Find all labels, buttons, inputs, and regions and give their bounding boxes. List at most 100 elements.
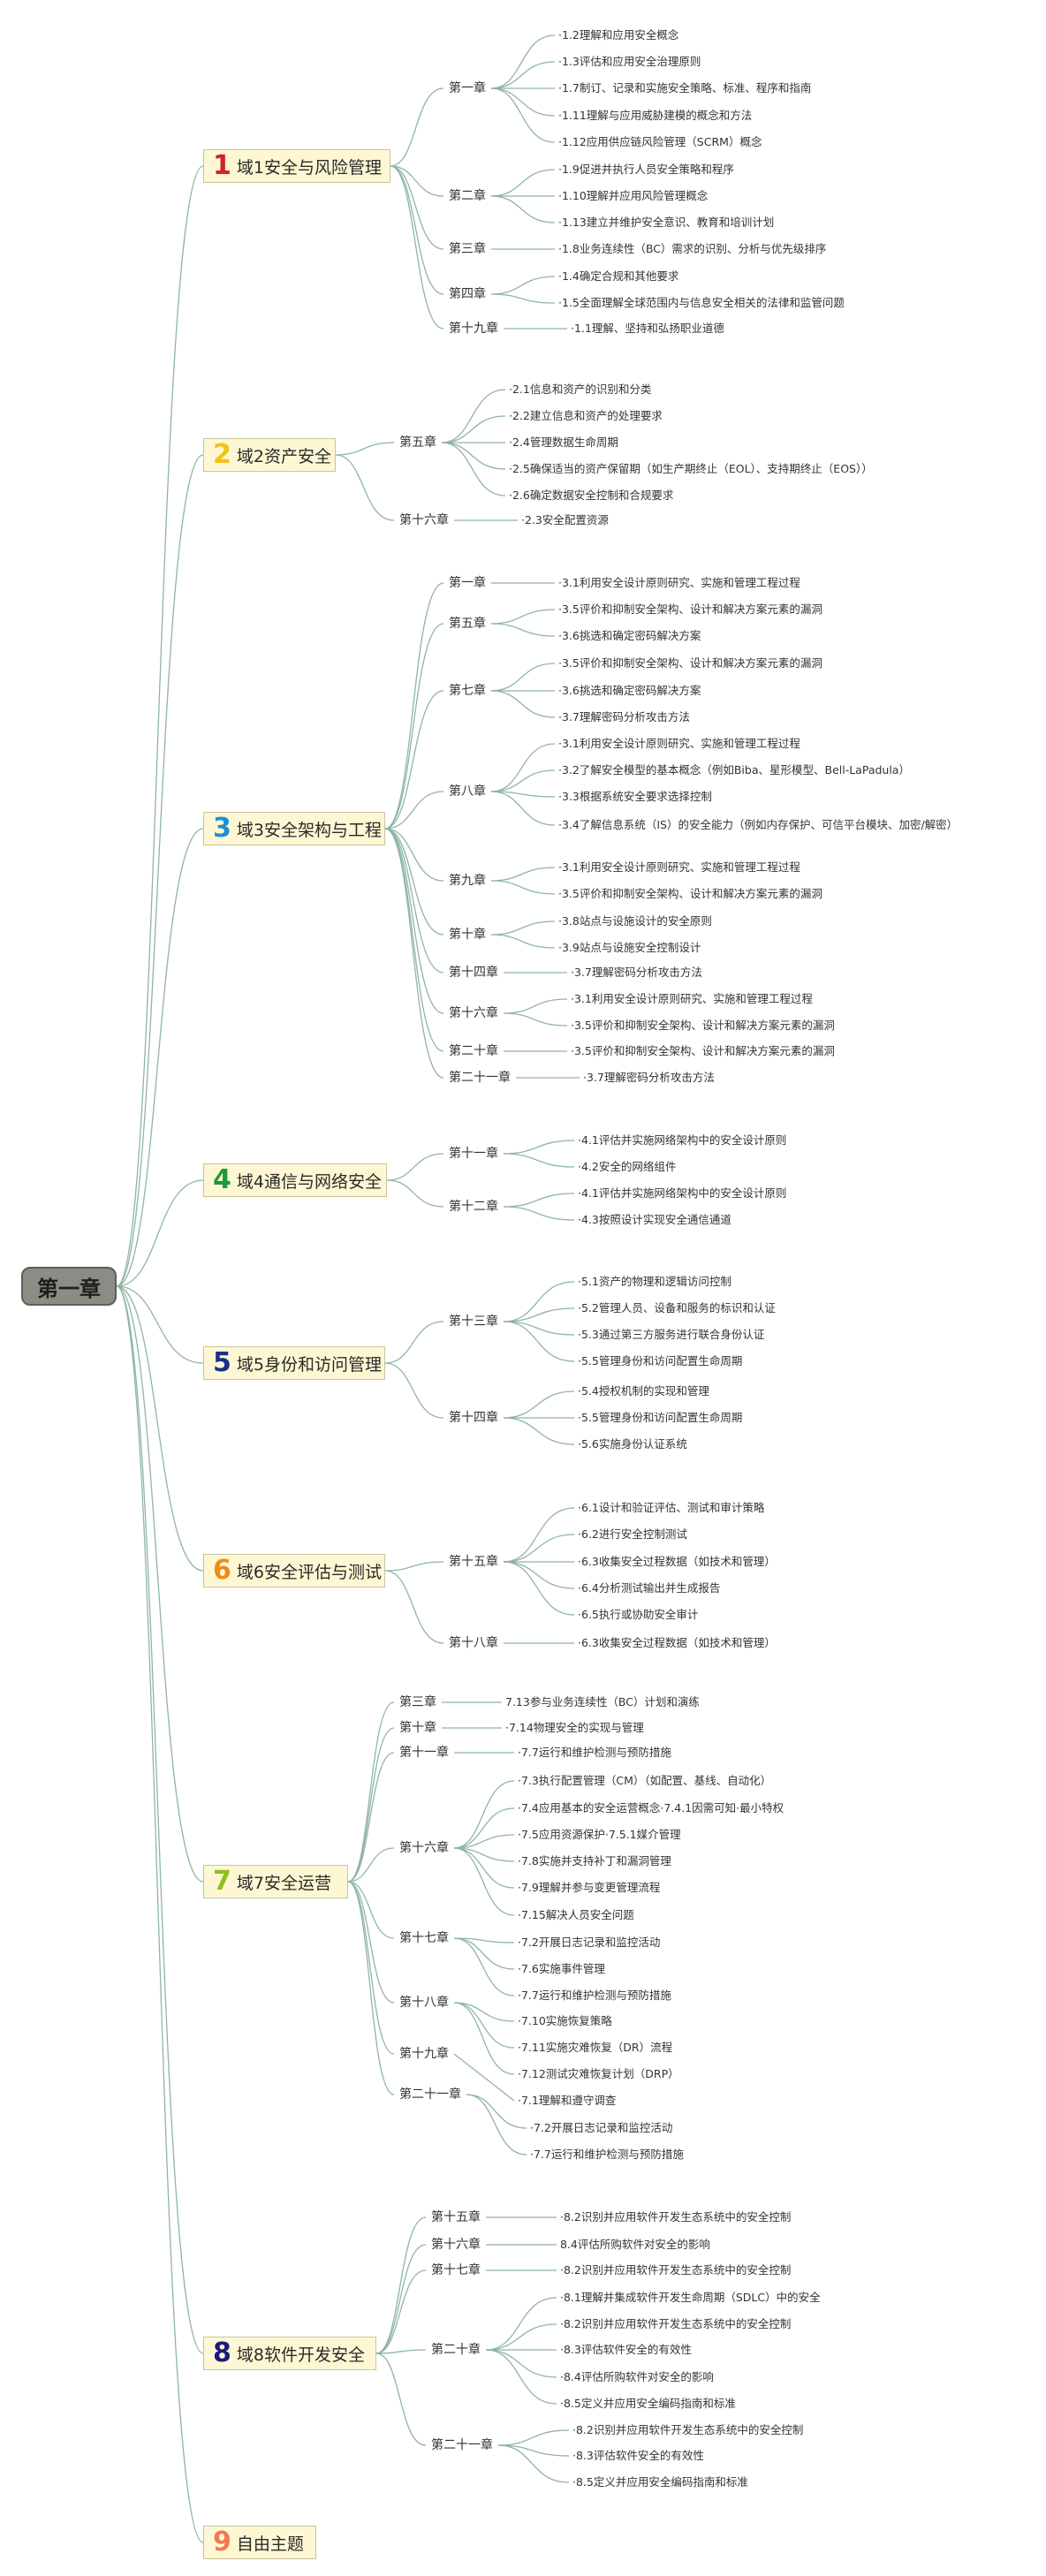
topic-item[interactable]: ·3.7理解密码分析攻击方法 — [583, 1071, 715, 1084]
topic-item[interactable]: ·8.2识别并应用软件开发生态系统中的安全控制 — [560, 2210, 792, 2224]
chapter-node[interactable]: 第十章 — [399, 1721, 436, 1735]
topic-item[interactable]: ·5.5管理身份和访问配置生命周期 — [578, 1354, 743, 1368]
topic-item[interactable]: ·4.1评估并实施网络架构中的安全设计原则 — [578, 1133, 787, 1147]
chapter-node[interactable]: 第十九章 — [449, 322, 498, 336]
topic-item[interactable]: ·7.10实施恢复策略 — [518, 2014, 612, 2027]
topic-item[interactable]: ·2.4管理数据生命周期 — [509, 436, 618, 449]
topic-item[interactable]: ·1.12应用供应链风险管理（SCRM）概念 — [558, 135, 762, 148]
chapter-node[interactable]: 第三章 — [449, 242, 486, 256]
topic-item[interactable]: ·1.8业务连续性（BC）需求的识别、分析与优先级排序 — [558, 242, 827, 255]
topic-item[interactable]: ·3.5评价和抑制安全架构、设计和解决方案元素的漏洞 — [571, 1044, 835, 1057]
topic-item[interactable]: ·3.6挑选和确定密码解决方案 — [558, 629, 701, 642]
topic-item[interactable]: ·2.2建立信息和资产的处理要求 — [509, 409, 663, 422]
topic-item[interactable]: ·8.2识别并应用软件开发生态系统中的安全控制 — [572, 2423, 804, 2436]
chapter-node[interactable]: 第三章 — [399, 1695, 436, 1709]
chapter-node[interactable]: 第二章 — [449, 189, 486, 203]
topic-item[interactable]: ·1.13建立并维护安全意识、教育和培训计划 — [558, 216, 775, 229]
topic-item[interactable]: ·8.4评估所购软件对安全的影响 — [560, 2370, 714, 2383]
topic-item[interactable]: ·3.5评价和抑制安全架构、设计和解决方案元素的漏洞 — [558, 887, 822, 900]
chapter-node[interactable]: 第十六章 — [431, 2238, 481, 2252]
chapter-node[interactable]: 第十五章 — [431, 2210, 481, 2224]
topic-item[interactable]: ·4.3按照设计实现安全通信通道 — [578, 1213, 731, 1226]
topic-item[interactable]: ·6.2进行安全控制测试 — [578, 1527, 687, 1541]
topic-item[interactable]: ·3.5评价和抑制安全架构、设计和解决方案元素的漏洞 — [571, 1019, 835, 1032]
chapter-node[interactable]: 第十二章 — [449, 1200, 498, 1214]
chapter-node[interactable]: 第十四章 — [449, 966, 498, 980]
chapter-node[interactable]: 第十章 — [449, 928, 486, 942]
chapter-node[interactable]: 第十一章 — [449, 1147, 498, 1161]
topic-item[interactable]: ·2.1信息和资产的识别和分类 — [509, 383, 652, 396]
chapter-node[interactable]: 第七章 — [449, 684, 486, 698]
topic-item[interactable]: ·1.10理解并应用风险管理概念 — [558, 189, 709, 202]
chapter-node[interactable]: 第一章 — [449, 81, 486, 95]
chapter-node[interactable]: 第二十章 — [431, 2343, 481, 2357]
topic-item[interactable]: ·4.1评估并实施网络架构中的安全设计原则 — [578, 1186, 787, 1200]
topic-item[interactable]: ·3.5评价和抑制安全架构、设计和解决方案元素的漏洞 — [558, 656, 822, 670]
topic-item[interactable]: ·3.3根据系统安全要求选择控制 — [558, 790, 712, 803]
chapter-node[interactable]: 第十一章 — [399, 1746, 449, 1760]
chapter-node[interactable]: 第五章 — [399, 436, 436, 450]
topic-item[interactable]: ·5.2管理人员、设备和服务的标识和认证 — [578, 1301, 776, 1315]
topic-item[interactable]: ·8.3评估软件安全的有效性 — [572, 2449, 704, 2462]
topic-item[interactable]: ·7.14物理安全的实现与管理 — [505, 1721, 644, 1734]
topic-item[interactable]: ·1.2理解和应用安全概念 — [558, 28, 679, 42]
topic-item[interactable]: ·7.2开展日志记录和监控活动 — [518, 1936, 661, 1949]
chapter-node[interactable]: 第四章 — [449, 287, 486, 301]
chapter-node[interactable]: 第十三章 — [449, 1315, 498, 1329]
topic-item[interactable]: ·2.5确保适当的资产保留期（如生产期终止（EOL）、支持期终止（EOS）） — [509, 462, 873, 475]
chapter-node[interactable]: 第一章 — [449, 576, 486, 590]
chapter-node[interactable]: 第十七章 — [431, 2263, 481, 2277]
topic-item[interactable]: ·8.5定义并应用安全编码指南和标准 — [572, 2475, 748, 2489]
topic-item[interactable]: ·7.7运行和维护检测与预防措施 — [530, 2148, 684, 2161]
topic-item[interactable]: ·7.4应用基本的安全运营概念·7.4.1因需可知·最小特权 — [518, 1801, 784, 1815]
chapter-node[interactable]: 第九章 — [449, 874, 486, 888]
topic-item[interactable]: ·8.2识别并应用软件开发生态系统中的安全控制 — [560, 2317, 792, 2330]
topic-item[interactable]: 7.13参与业务连续性（BC）计划和演练 — [505, 1695, 700, 1708]
topic-item[interactable]: ·3.7理解密码分析攻击方法 — [571, 966, 702, 979]
topic-item[interactable]: ·3.9站点与设施安全控制设计 — [558, 941, 701, 954]
topic-item[interactable]: ·1.1理解、坚持和弘扬职业道德 — [571, 322, 724, 335]
topic-item[interactable]: ·8.5定义并应用安全编码指南和标准 — [560, 2397, 736, 2410]
chapter-node[interactable]: 第十七章 — [399, 1931, 449, 1945]
topic-item[interactable]: ·1.5全面理解全球范围内与信息安全相关的法律和监管问题 — [558, 296, 845, 309]
chapter-node[interactable]: 第十四章 — [449, 1411, 498, 1425]
topic-item[interactable]: ·5.1资产的物理和逻辑访问控制 — [578, 1275, 731, 1288]
topic-item[interactable]: ·8.2识别并应用软件开发生态系统中的安全控制 — [560, 2263, 792, 2277]
topic-item[interactable]: ·8.1理解并集成软件开发生命周期（SDLC）中的安全 — [560, 2291, 821, 2304]
root-topic[interactable]: 第一章 — [21, 1267, 117, 1306]
topic-item[interactable]: ·7.15解决人员安全问题 — [518, 1908, 634, 1921]
chapter-node[interactable]: 第十九章 — [399, 2047, 449, 2061]
chapter-node[interactable]: 第二十一章 — [399, 2087, 461, 2102]
topic-item[interactable]: ·1.9促进并执行人员安全策略和程序 — [558, 163, 734, 176]
topic-item[interactable]: ·3.1利用安全设计原则研究、实施和管理工程过程 — [571, 992, 813, 1005]
topic-item[interactable]: ·2.3安全配置资源 — [521, 513, 609, 527]
topic-item[interactable]: ·1.7制订、记录和实施安全策略、标准、程序和指南 — [558, 81, 812, 95]
chapter-node[interactable]: 第五章 — [449, 617, 486, 631]
topic-item[interactable]: ·3.6挑选和确定密码解决方案 — [558, 684, 701, 697]
topic-item[interactable]: ·1.11理解与应用威胁建模的概念和方法 — [558, 109, 753, 122]
topic-item[interactable]: ·3.4了解信息系统（IS）的安全能力（例如内存保护、可信平台模块、加密/解密） — [558, 818, 959, 831]
chapter-node[interactable]: 第二十一章 — [431, 2438, 493, 2452]
topic-item[interactable]: ·5.4授权机制的实现和管理 — [578, 1384, 709, 1398]
topic-item[interactable]: ·7.12测试灾难恢复计划（DRP） — [518, 2067, 679, 2080]
chapter-node[interactable]: 第十五章 — [449, 1555, 498, 1569]
topic-item[interactable]: ·6.4分析测试输出并生成报告 — [578, 1581, 721, 1595]
chapter-node[interactable]: 第二十一章 — [449, 1071, 511, 1085]
topic-item[interactable]: ·5.6实施身份认证系统 — [578, 1437, 687, 1451]
topic-item[interactable]: ·7.3执行配置管理（CM）（如配置、基线、自动化） — [518, 1774, 772, 1787]
chapter-node[interactable]: 第八章 — [449, 784, 486, 799]
topic-item[interactable]: ·4.2安全的网络组件 — [578, 1160, 677, 1173]
chapter-node[interactable]: 第十六章 — [399, 513, 449, 527]
topic-item[interactable]: ·3.1利用安全设计原则研究、实施和管理工程过程 — [558, 737, 800, 750]
topic-item[interactable]: ·7.6实施事件管理 — [518, 1962, 605, 1975]
topic-item[interactable]: ·7.9理解并参与变更管理流程 — [518, 1881, 661, 1894]
topic-item[interactable]: ·7.5应用资源保护·7.5.1媒介管理 — [518, 1828, 681, 1841]
